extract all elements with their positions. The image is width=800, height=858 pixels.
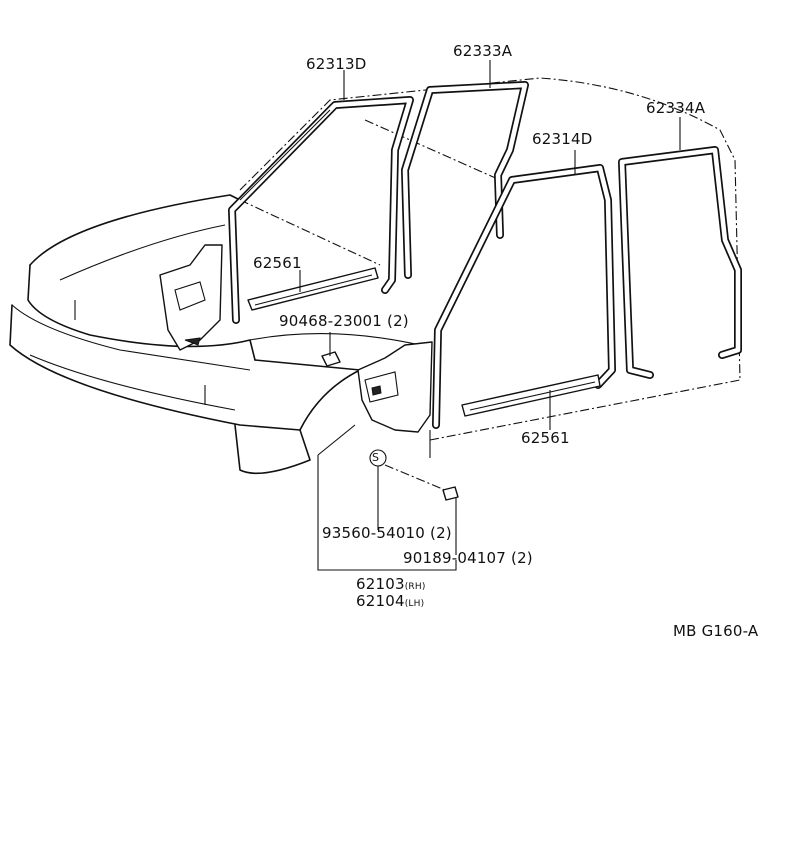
label-62314d: 62314D — [532, 130, 593, 148]
label-62561-front: 62561 — [253, 254, 302, 272]
windshield-base-line — [239, 199, 381, 266]
front-bumper — [9, 304, 311, 475]
label-62334a: 62334A — [646, 99, 706, 117]
label-62333a: 62333A — [453, 42, 513, 60]
diagram-code: MB G160-A — [673, 622, 759, 640]
fender-arch — [299, 369, 361, 431]
label-62561-rear: 62561 — [521, 429, 570, 447]
roof-cross-line — [364, 119, 501, 181]
label-62103: 62103(RH) — [356, 577, 426, 592]
front-scuff-plate — [247, 267, 379, 311]
hood-rear-edge — [249, 333, 421, 346]
label-62104: 62104(LH) — [356, 594, 424, 609]
left-kick-panel — [159, 244, 223, 351]
bumper-crease — [29, 354, 236, 411]
label-90189: 90189-04107 (2) — [403, 549, 533, 567]
rear-scuff-plate — [461, 374, 601, 417]
hood-crease — [59, 224, 226, 281]
rocker-outline — [429, 379, 741, 441]
right-kick-panel — [357, 341, 433, 433]
label-62313d: 62313D — [306, 55, 367, 73]
clip-90189 — [442, 486, 459, 501]
clip-leader — [384, 464, 446, 491]
label-62104-number: 62104 — [356, 592, 405, 610]
hood-front-edge — [29, 194, 241, 266]
hood-side — [27, 264, 256, 361]
label-93560: 93560-54010 (2) — [322, 524, 452, 542]
bumper-top — [11, 304, 251, 371]
screw-s-label: S — [372, 451, 380, 464]
roof-outline — [239, 77, 741, 381]
label-62103-number: 62103 — [356, 575, 405, 593]
label-62103-suffix: (RH) — [404, 582, 426, 592]
label-62104-suffix: (LH) — [404, 599, 425, 609]
clip-90468 — [321, 351, 341, 367]
label-90468: 90468-23001 (2) — [279, 312, 409, 330]
